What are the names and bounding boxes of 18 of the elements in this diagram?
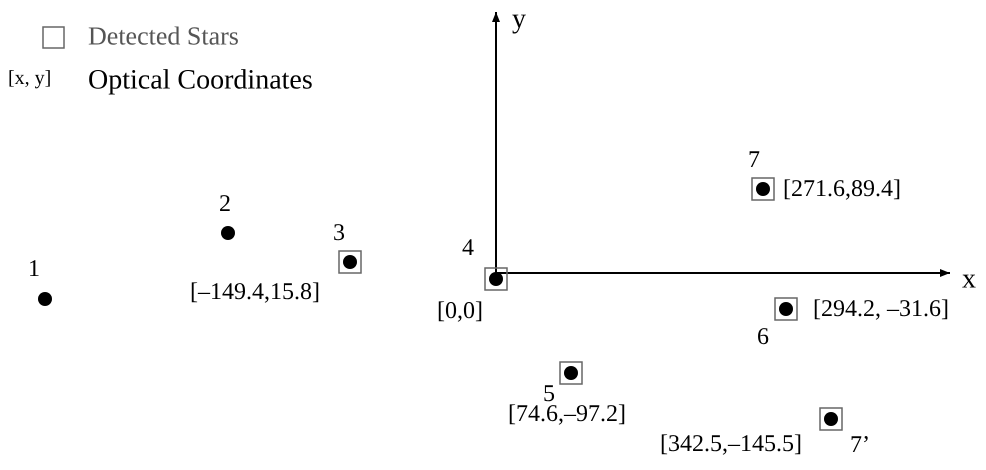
coordinate-label: [74.6,–97.2] xyxy=(508,400,626,428)
coordinate-label: [–149.4,15.8] xyxy=(190,278,320,306)
star-number: 7’ xyxy=(850,432,870,458)
legend-sample-text: [x, y] xyxy=(8,67,52,89)
coordinate-label: [271.6,89.4] xyxy=(783,176,901,202)
axis-label: x xyxy=(962,264,976,296)
star-number: 1 xyxy=(28,256,40,282)
axis-label: y xyxy=(512,4,526,36)
coordinate-label: [342.5,–145.5] xyxy=(660,430,802,458)
star-number: 3 xyxy=(333,220,345,246)
coordinate-label: [294.2, –31.6] xyxy=(813,296,949,322)
star-number: 6 xyxy=(757,324,769,350)
legend-text: Optical Coordinates xyxy=(88,66,313,96)
coordinate-label: [0,0] xyxy=(437,298,483,324)
star-number: 2 xyxy=(219,190,231,218)
legend-text: Detected Stars xyxy=(88,22,239,52)
star-number: 7 xyxy=(748,146,760,174)
star-number: 4 xyxy=(462,234,474,262)
